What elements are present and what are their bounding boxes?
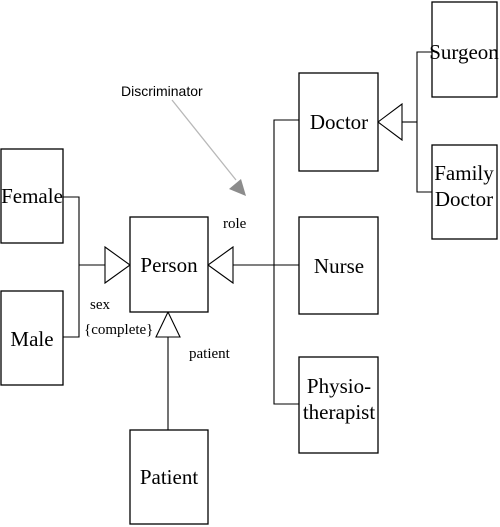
patient-generalization-arrowhead bbox=[155, 310, 181, 338]
patient-generalization-connector bbox=[155, 310, 181, 430]
class-physiotherapist-label-line1: Physio- bbox=[307, 374, 371, 398]
doctor-generalization-arrowhead bbox=[377, 102, 403, 142]
class-female: Female bbox=[0, 148, 64, 244]
class-family-doctor-label-line1: Family bbox=[434, 161, 494, 185]
class-physiotherapist-label-line2: therapist bbox=[303, 400, 375, 424]
role-generalization-connector bbox=[207, 119, 299, 405]
class-male-label: Male bbox=[10, 327, 53, 351]
discriminator-pointer-arrow bbox=[171, 99, 246, 196]
role-discriminator-label: role bbox=[223, 216, 247, 232]
class-family-doctor: Family Doctor bbox=[431, 144, 498, 240]
patient-discriminator-label: patient bbox=[189, 346, 231, 362]
class-female-label: Female bbox=[1, 184, 63, 208]
class-male: Male bbox=[0, 290, 64, 386]
class-person: Person bbox=[129, 216, 209, 313]
class-nurse: Nurse bbox=[298, 216, 379, 315]
class-nurse-label: Nurse bbox=[314, 254, 364, 278]
doctor-generalization-connector bbox=[377, 51, 432, 193]
class-doctor: Doctor bbox=[298, 72, 379, 172]
class-patient-label: Patient bbox=[140, 465, 198, 489]
class-physiotherapist: Physio- therapist bbox=[298, 356, 379, 454]
complete-constraint-label: {complete} bbox=[84, 322, 153, 338]
class-person-label: Person bbox=[140, 253, 198, 277]
class-patient: Patient bbox=[129, 429, 209, 525]
class-surgeon-label: Surgeon bbox=[429, 40, 499, 64]
sex-generalization-connector bbox=[63, 196, 131, 338]
sex-generalization-arrowhead bbox=[104, 245, 131, 285]
class-surgeon: Surgeon bbox=[429, 1, 499, 98]
class-doctor-label: Doctor bbox=[310, 110, 368, 134]
class-family-doctor-label-line2: Doctor bbox=[435, 187, 493, 211]
discriminator-annotation: Discriminator bbox=[121, 83, 203, 99]
sex-discriminator-label: sex bbox=[90, 297, 110, 313]
role-generalization-arrowhead bbox=[207, 245, 234, 285]
